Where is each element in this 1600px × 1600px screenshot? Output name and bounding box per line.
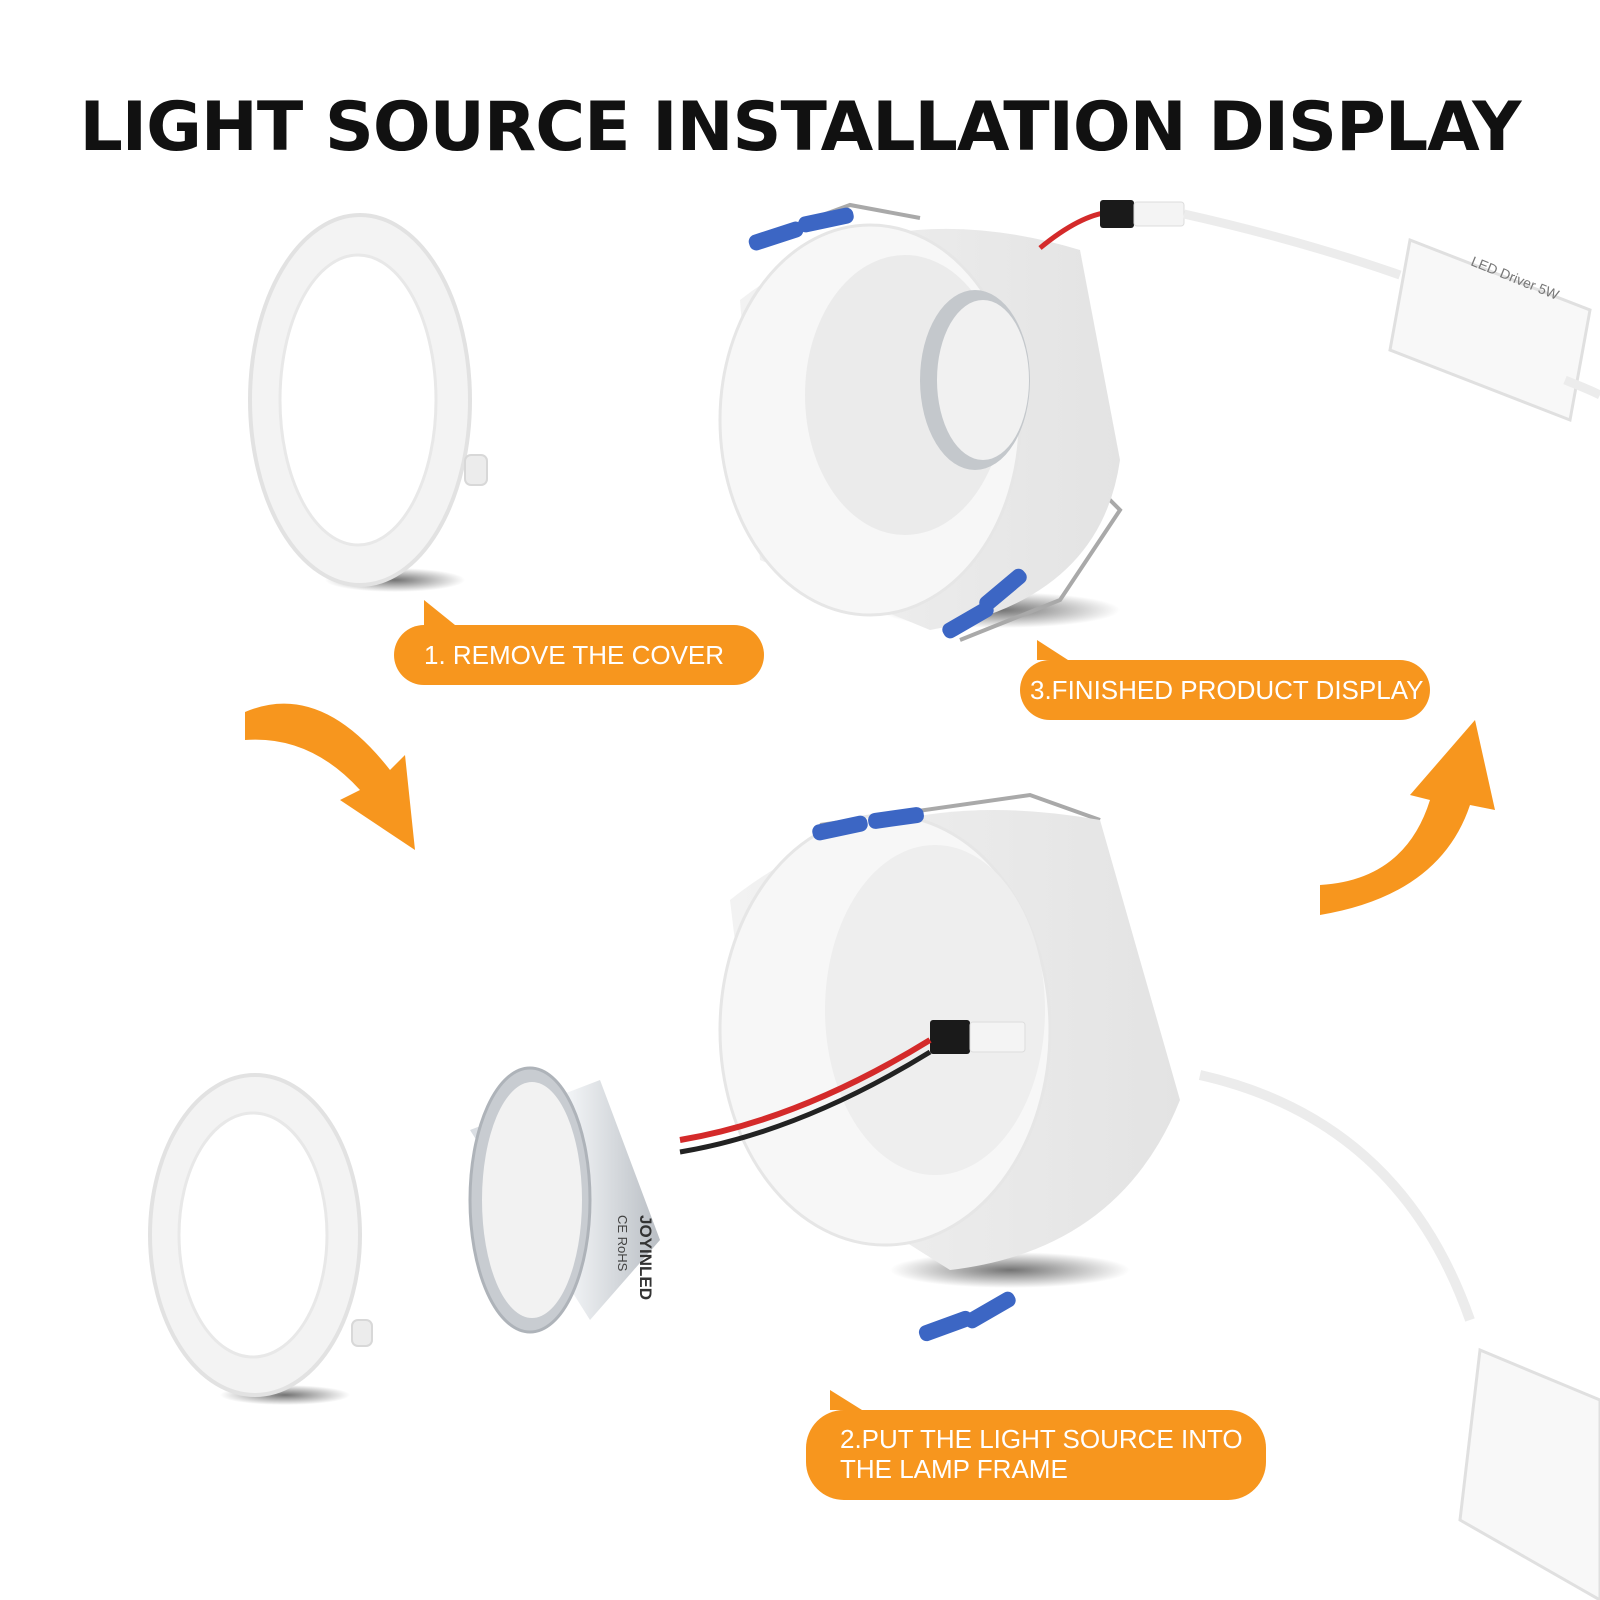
step-2-label-line2: THE LAMP FRAME [840, 1454, 1068, 1484]
page-title: LIGHT SOURCE INSTALLATION DISPLAY [79, 88, 1521, 167]
callout-step-1: 1. REMOVE THE COVER [394, 600, 764, 685]
cover-ring-bottom [148, 1073, 373, 1405]
cover-ring-top [248, 213, 488, 592]
step-2-label-line1: 2.PUT THE LIGHT SOURCE INTO [840, 1424, 1243, 1454]
arrow-down-icon [245, 703, 415, 850]
step-3-label: 3.FINISHED PRODUCT DISPLAY [1030, 675, 1423, 705]
cert-label: CE RoHS [615, 1215, 630, 1272]
callout-step-2: 2.PUT THE LIGHT SOURCE INTO THE LAMP FRA… [806, 1390, 1266, 1500]
led-driver-bottom [1458, 1347, 1600, 1600]
step-1-label: 1. REMOVE THE COVER [424, 640, 724, 670]
callout-step-3: 3.FINISHED PRODUCT DISPLAY [1020, 640, 1430, 720]
led-driver-top: LED Driver 5W [1388, 237, 1592, 423]
finished-lamp: LED Driver 5W [718, 200, 1600, 642]
brand-label: JOYINLED [636, 1215, 655, 1300]
arrow-up-icon [1320, 720, 1495, 915]
lamp-frame [718, 792, 1600, 1600]
led-module: JOYINLED CE RoHS [468, 1037, 932, 1334]
